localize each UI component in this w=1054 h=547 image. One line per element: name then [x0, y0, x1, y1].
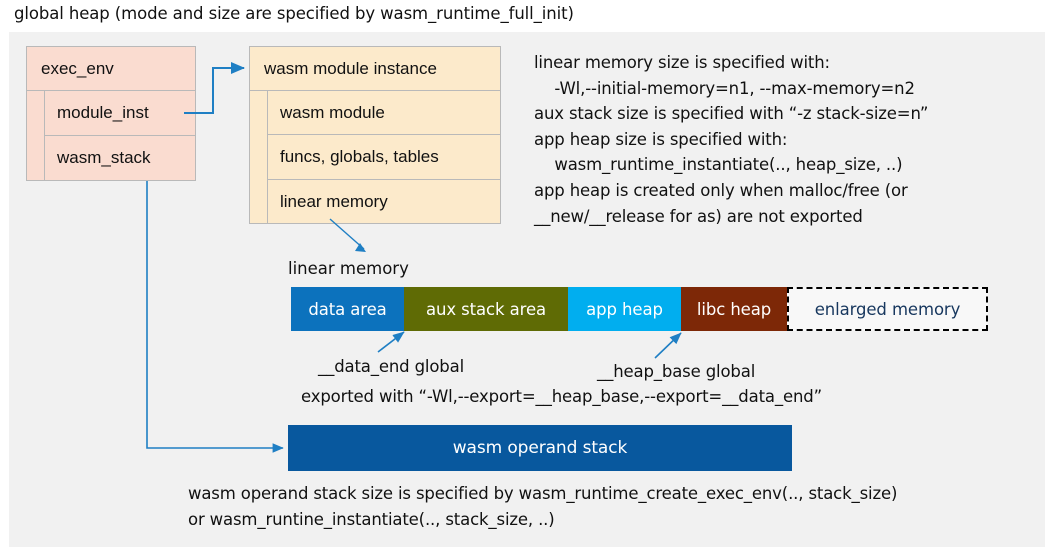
wasm-module-instance-row-linear-memory: linear memory [280, 191, 388, 211]
wasm-module-instance-header: wasm module instance [250, 47, 500, 91]
memory-segment-enlarged-memory: enlarged memory [787, 287, 988, 331]
wasm-module-instance-box: wasm module instance wasm module funcs, … [249, 46, 501, 224]
exec-env-box: exec_env module_inst wasm_stack [26, 46, 196, 181]
exec-env-row-module-inst: module_inst [45, 91, 195, 136]
wasm-module-instance-rows: wasm module funcs, globals, tables linea… [268, 91, 500, 224]
page-title: global heap (mode and size are specified… [14, 4, 574, 23]
exec-env-rows: module_inst wasm_stack [45, 91, 195, 180]
wasm-module-instance-row-wasm-module: wasm module [268, 91, 500, 136]
memory-segment-data-area: data area [291, 287, 404, 331]
wasm-module-instance-body: wasm module funcs, globals, tables linea… [250, 91, 500, 224]
wasm-operand-stack-bar: wasm operand stack [288, 425, 792, 471]
exec-env-gutter [27, 91, 45, 180]
exec-env-row-wasm-stack: wasm_stack [57, 147, 151, 167]
memory-segment-libc-heap: libc heap [681, 287, 787, 331]
exec-env-header: exec_env [27, 47, 195, 91]
wasm-module-instance-row-funcs-globals-tables: funcs, globals, tables [268, 135, 500, 180]
linear-memory-bar-label: linear memory [288, 259, 409, 278]
annotation-exported-with: exported with “-Wl,--export=__heap_base,… [301, 387, 822, 406]
memory-segment-aux-stack-area: aux stack area [404, 287, 568, 331]
wasm-module-instance-gutter [250, 91, 268, 224]
annotation-heap-base: __heap_base global [597, 362, 756, 381]
exec-env-body: module_inst wasm_stack [27, 91, 195, 180]
linear-memory-notes: linear memory size is specified with: -W… [534, 53, 929, 226]
memory-segment-app-heap: app heap [568, 287, 681, 331]
operand-stack-notes: wasm operand stack size is specified by … [188, 484, 898, 529]
annotation-data-end: __data_end global [318, 357, 465, 376]
